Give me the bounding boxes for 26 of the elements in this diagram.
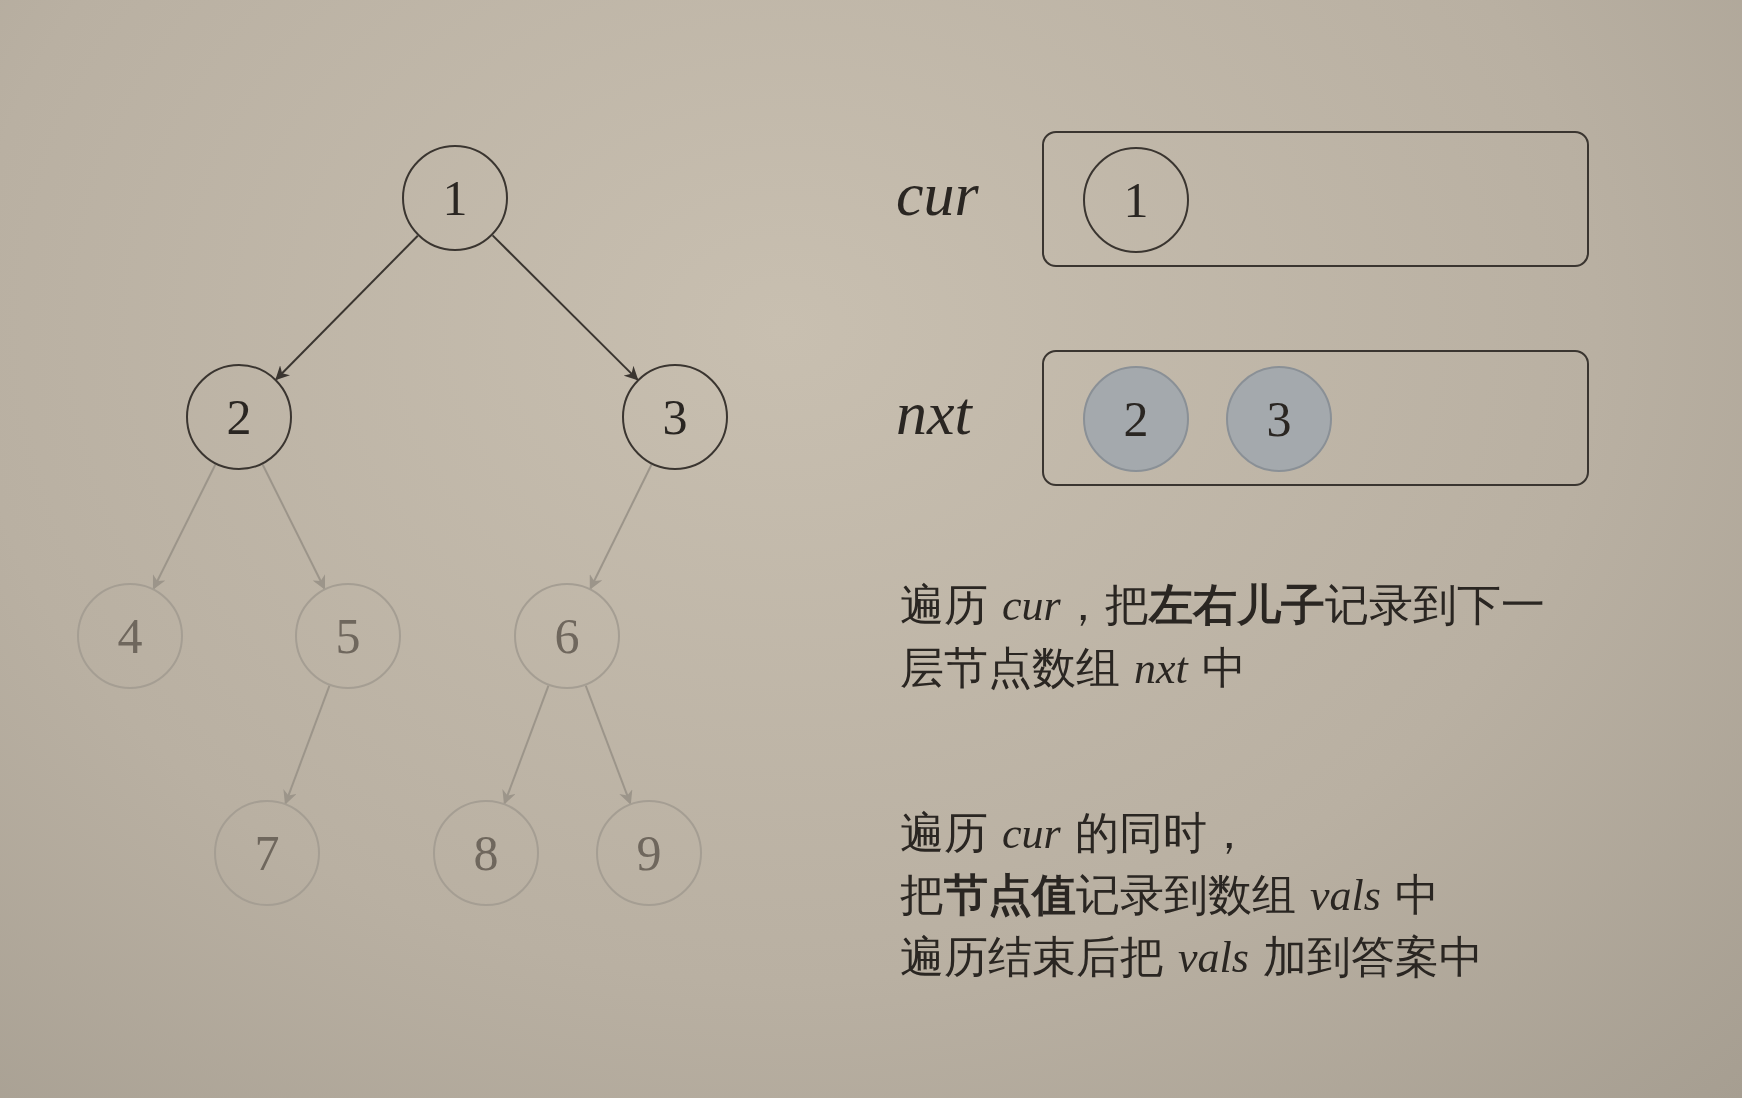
tree-node-circle: 2 <box>1083 366 1189 472</box>
array-name: cur <box>896 159 979 230</box>
arrow <box>502 684 550 805</box>
array-name: nxt <box>896 378 972 449</box>
arrow <box>275 234 419 381</box>
note-text: 遍历 cur 的同时， <box>900 806 1252 860</box>
tree-node-circle: 4 <box>77 583 183 689</box>
tree-node-circle: 6 <box>514 583 620 689</box>
tree-node-circle: 7 <box>214 800 320 906</box>
tree-node-circle: 2 <box>186 364 292 470</box>
arrow <box>152 463 217 590</box>
arrow <box>589 463 653 590</box>
arrow <box>491 234 639 381</box>
tree-node-circle: 1 <box>402 145 508 251</box>
tree-node-circle: 8 <box>433 800 539 906</box>
tree-node-circle: 3 <box>1226 366 1332 472</box>
arrow <box>283 684 331 805</box>
tree-node-circle: 1 <box>1083 147 1189 253</box>
arrow <box>584 684 633 805</box>
note-text: 遍历结束后把 vals 加到答案中 <box>900 930 1484 984</box>
tree-node-circle: 9 <box>596 800 702 906</box>
tree-node-circle: 3 <box>622 364 728 470</box>
note-text: 遍历 cur，把左右儿子记录到下一层节点数组 nxt 中 <box>900 578 1546 695</box>
tree-node-circle: 5 <box>295 583 401 689</box>
arrow <box>261 463 326 590</box>
note-text: 把节点值记录到数组 vals 中 <box>900 868 1440 922</box>
